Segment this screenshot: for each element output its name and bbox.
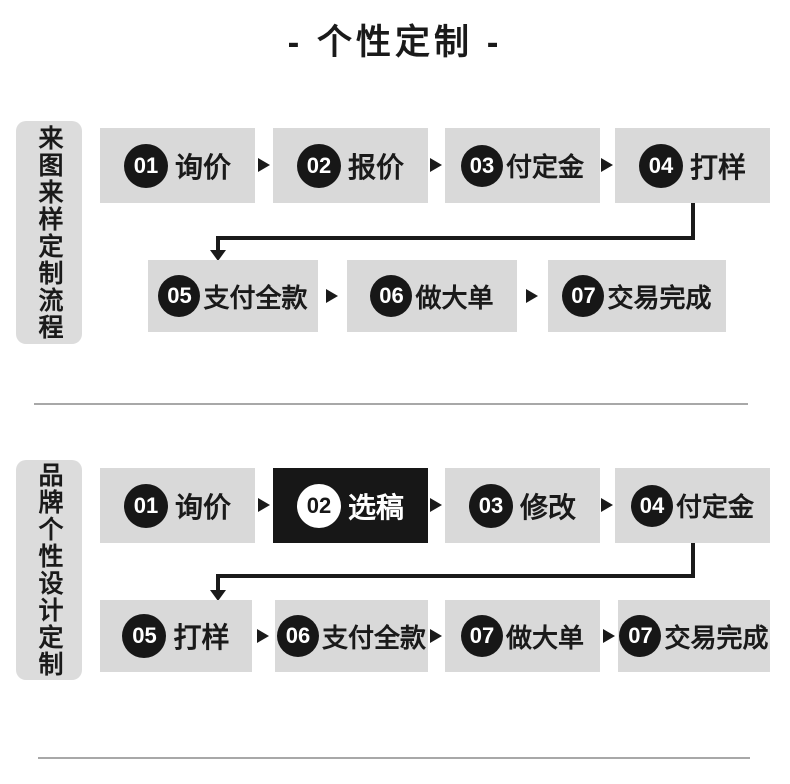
step-label: 付定金 [505, 152, 584, 182]
step-number-badge: 04 [630, 484, 673, 527]
step-box-select-draft: 02 选稿 [273, 468, 428, 543]
step-label: 打样 [689, 151, 746, 183]
connector-arrowhead-icon [210, 590, 226, 601]
step-number-badge: 02 [296, 483, 341, 528]
flow-arrow-icon [430, 498, 442, 512]
step-number-badge: 01 [123, 483, 168, 528]
step-box-deal-done: 07 交易完成 [548, 260, 726, 332]
step-box-deposit: 03 付定金 [445, 128, 600, 203]
step-label: 支付全款 [321, 622, 426, 653]
flow-arrow-icon [603, 629, 615, 643]
step-box-bulk-order: 06 做大单 [347, 260, 517, 332]
step-box-full-payment: 05 支付全款 [148, 260, 318, 332]
step-label: 交易完成 [607, 282, 712, 313]
step-box-quote: 02 报价 [273, 128, 428, 203]
step-number-badge: 06 [276, 615, 319, 657]
connector-line [216, 236, 695, 240]
step-box-sample: 04 打样 [615, 128, 770, 203]
step-label: 修改 [519, 491, 576, 523]
step-number-badge: 07 [619, 615, 662, 657]
page-title: - 个性定制 - [287, 23, 503, 62]
step-label: 做大单 [415, 282, 494, 313]
step-label: 支付全款 [203, 282, 308, 313]
step-label: 询价 [174, 151, 231, 183]
step-box-inquiry: 01 询价 [100, 128, 255, 203]
step-label: 询价 [174, 491, 231, 523]
step-box-sample: 05 打样 [100, 600, 252, 672]
flow-arrow-icon [601, 498, 613, 512]
step-number-badge: 05 [158, 275, 201, 317]
step-label: 交易完成 [664, 622, 769, 653]
step-label: 选稿 [347, 491, 404, 523]
step-box-deal-done: 07 交易完成 [618, 600, 770, 672]
step-box-bulk-order: 07 做大单 [445, 600, 600, 672]
step-box-revise: 03 修改 [445, 468, 600, 543]
step-label: 报价 [347, 151, 404, 183]
step-label: 付定金 [675, 492, 754, 522]
step-number-badge: 03 [468, 483, 513, 528]
step-number-badge: 06 [370, 275, 413, 317]
step-box-deposit: 04 付定金 [615, 468, 770, 543]
connector-line [216, 574, 695, 578]
step-number-badge: 07 [562, 275, 605, 317]
flow-arrow-icon [258, 498, 270, 512]
section-label-brand-design: 品牌个性设计定制 [16, 460, 82, 680]
step-label: 打样 [173, 622, 230, 653]
step-number-badge: 04 [638, 143, 683, 188]
section-divider [38, 757, 750, 759]
section-label-sample-custom: 来图来样定制流程 [16, 121, 82, 344]
flow-arrow-icon [430, 629, 442, 643]
flow-arrow-icon [601, 158, 613, 172]
connector-line [691, 203, 695, 240]
flow-arrow-icon [258, 158, 270, 172]
connector-line [691, 543, 695, 578]
step-number-badge: 07 [460, 615, 503, 657]
step-box-inquiry: 01 询价 [100, 468, 255, 543]
step-number-badge: 03 [460, 144, 503, 187]
connector-line [216, 240, 220, 252]
step-number-badge: 01 [123, 143, 168, 188]
flow-arrow-icon [257, 629, 269, 643]
step-number-badge: 02 [296, 143, 341, 188]
flow-arrow-icon [526, 289, 538, 303]
section-divider [34, 403, 748, 405]
step-number-badge: 05 [122, 614, 167, 658]
flow-arrow-icon [326, 289, 338, 303]
flow-arrow-icon [430, 158, 442, 172]
connector-arrowhead-icon [210, 250, 226, 261]
step-label: 做大单 [505, 622, 584, 653]
step-box-full-payment: 06 支付全款 [275, 600, 428, 672]
connector-line [216, 578, 220, 592]
